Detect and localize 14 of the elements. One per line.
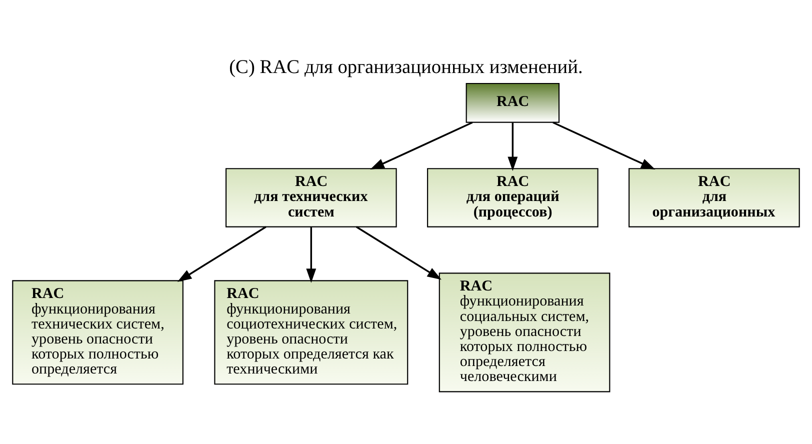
arrow bbox=[370, 121, 473, 170]
diagram-title: (С) RAC для организационных изменений. bbox=[229, 56, 583, 78]
arrow bbox=[306, 226, 316, 282]
arrow bbox=[508, 122, 518, 171]
arrow bbox=[552, 121, 656, 170]
node-box: RAC bbox=[466, 82, 560, 122]
node-box: RAC для технических систем bbox=[226, 168, 397, 227]
node-box: RAC для организационных bbox=[628, 168, 800, 227]
node-box: RAC функционирования технических систем, уровень опасности которых полностью определяется bbox=[12, 280, 184, 384]
node-box: RAC функционирования социальных систем, уровень опасности которых полностью определяется человеческими bbox=[438, 272, 610, 392]
node-box: RAC для операций (процессов) bbox=[427, 168, 598, 227]
node-box: RAC функционирования социотехнических систем, уровень опасности которых определяется как техническими bbox=[214, 280, 408, 384]
arrow bbox=[356, 226, 442, 280]
arrow bbox=[177, 226, 266, 282]
